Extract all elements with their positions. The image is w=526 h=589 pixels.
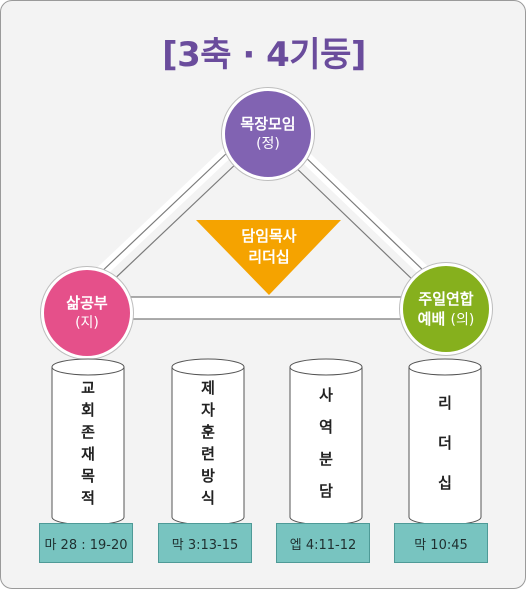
pillar-2-char: 식 <box>201 489 215 507</box>
axis-right-label2: 예배 <box>417 309 446 328</box>
center-label-line1: 담임목사 <box>241 227 297 245</box>
center-triangle <box>196 220 341 295</box>
axis-right-label-line2: 예배 (의) <box>418 309 475 330</box>
axis-right-label: 주일연합 <box>418 289 474 308</box>
axis-top-label: 목장모임 <box>240 115 296 133</box>
pillar-shape <box>171 358 245 525</box>
pillar-3-char: 사 <box>319 386 333 404</box>
pillar-3-char: 분 <box>319 450 333 468</box>
pillar-3-char: 담 <box>319 482 333 500</box>
pillar-1-char: 회 <box>81 401 95 419</box>
pillar-shape <box>289 358 363 525</box>
pillar-2-reference: 막 3:13-15 <box>158 523 252 563</box>
pillar-shape <box>51 358 125 525</box>
diagram-title: [3축 · 4기둥] <box>162 35 366 75</box>
axis-top-sub: (정) <box>256 136 280 152</box>
pillar-shape <box>408 358 482 525</box>
axis-right-sub: (의) <box>450 311 475 328</box>
pillar-2-char: 방 <box>201 467 215 485</box>
center-label: 담임목사 리더십 <box>197 226 341 268</box>
pillar-4-char: 십 <box>438 474 452 492</box>
pillar-2-char: 제 <box>201 379 215 397</box>
pillar-1-char: 교 <box>81 379 95 397</box>
axis-circle-top: 목장모임 (정) <box>222 88 314 180</box>
pillar-1-char: 목 <box>81 467 95 485</box>
pillar-4-char: 더 <box>438 434 452 452</box>
pillar-4-char: 리 <box>438 394 452 412</box>
pillar-2-char: 자 <box>201 401 215 419</box>
pillar-2-char: 훈 <box>201 423 215 441</box>
axis-circle-right: 주일연합 예배 (의) <box>400 263 492 355</box>
pillar-3-char: 역 <box>319 418 333 436</box>
pillar-1-char: 적 <box>81 489 95 507</box>
pillar-3-reference: 엡 4:11-12 <box>276 523 370 563</box>
axis-circle-left: 삶공부 (지) <box>41 267 133 359</box>
axis-left-sub: (지) <box>75 315 99 331</box>
axis-left-label: 삶공부 <box>66 294 108 312</box>
pillar-4-reference: 막 10:45 <box>394 523 488 563</box>
pillar-2-char: 련 <box>201 445 215 463</box>
center-label-line2: 리더십 <box>248 248 290 266</box>
pillar-1-char: 재 <box>81 445 95 463</box>
pillar-1-reference: 마 28 : 19-20 <box>39 523 133 563</box>
pillar-1-char: 존 <box>81 423 95 441</box>
